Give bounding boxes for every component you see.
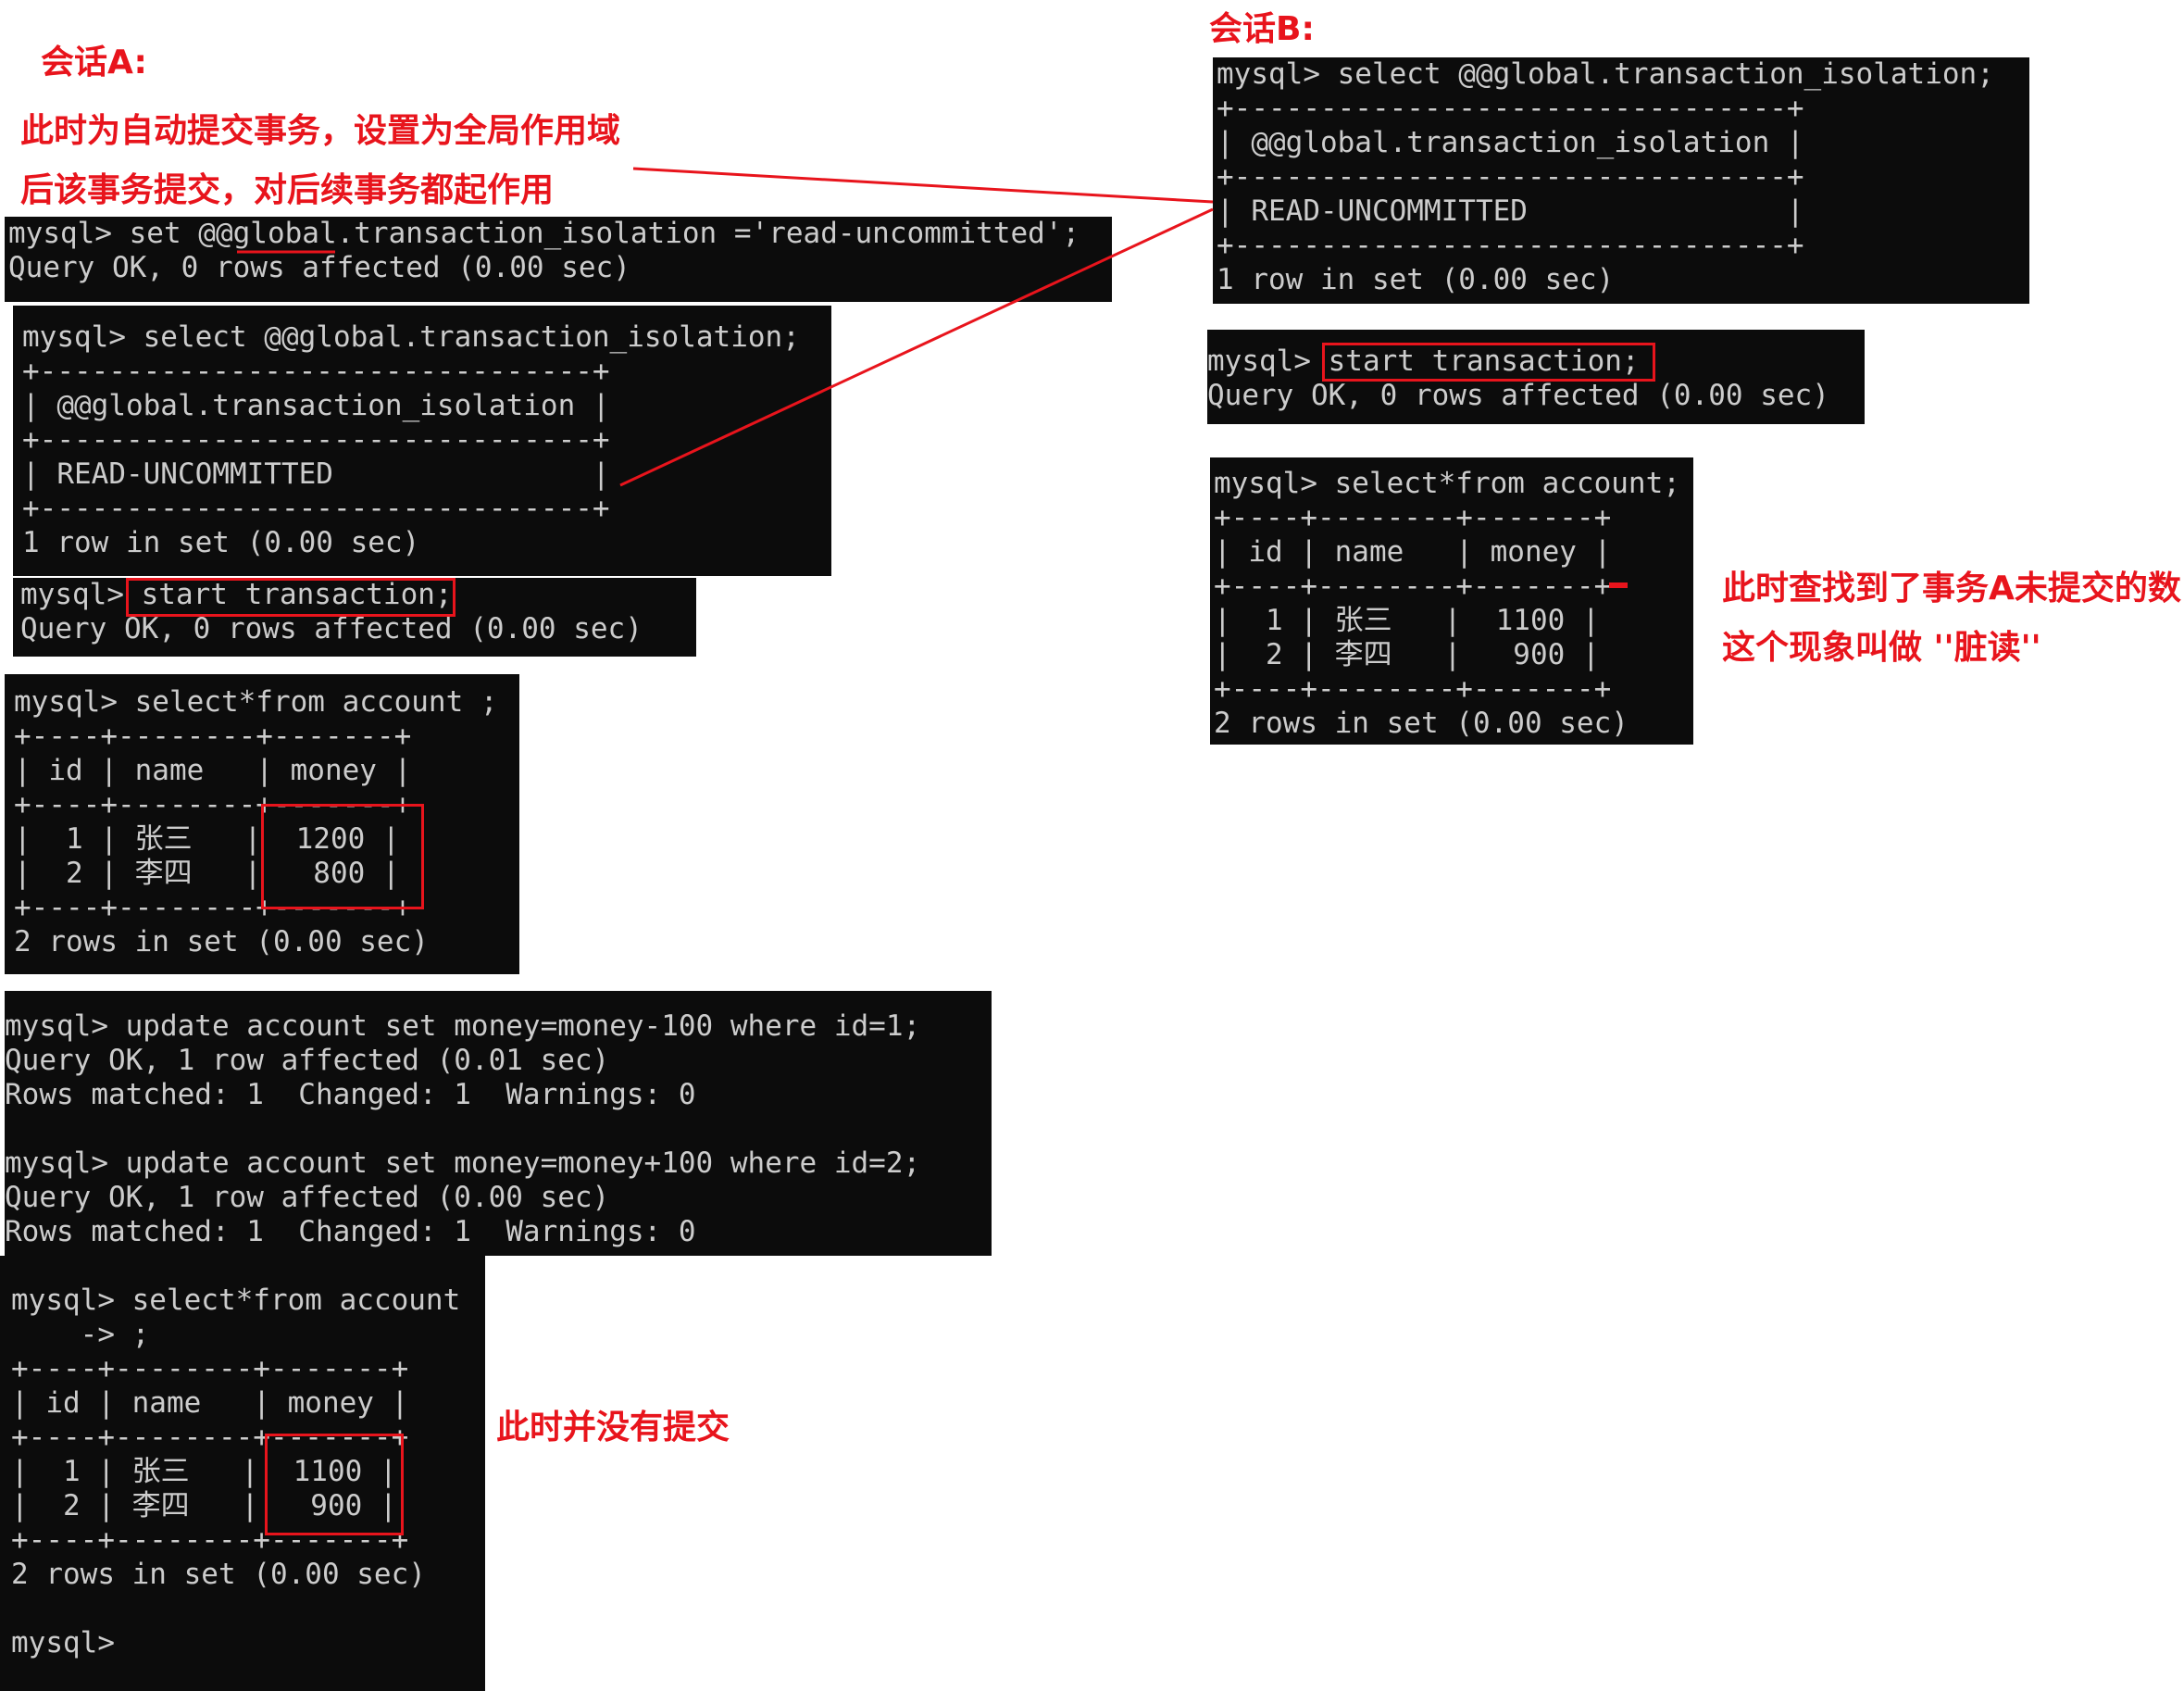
terminal-line: +--------------------------------+ bbox=[22, 423, 610, 457]
session-a-note-line2: 后该事务提交，对后续事务都起作用 bbox=[20, 171, 555, 209]
session-a-title: 会话A: bbox=[41, 44, 147, 81]
terminal-line: Query OK, 0 rows affected (0.00 sec) bbox=[1207, 379, 1829, 412]
terminal-line: | 1 | 张三 | 1100 | bbox=[1214, 604, 1600, 637]
terminal-line bbox=[11, 1592, 485, 1626]
terminal-line: +--------------------------------+ bbox=[22, 492, 610, 525]
terminal-line: mysql> update account set money=money+10… bbox=[5, 1146, 921, 1180]
terminal-line: | 2 | 李四 | 900 | bbox=[1214, 638, 1600, 671]
terminal-b-select-isolation: mysql> select @@global.transaction_isola… bbox=[1213, 57, 2029, 304]
terminal-a-select-account-1: mysql> select*from account ;+----+------… bbox=[5, 674, 519, 974]
terminal-line: | 2 | 李四 | 900 | bbox=[11, 1489, 397, 1522]
terminal-line: -> ; bbox=[11, 1318, 150, 1351]
terminal-a-set-isolation: mysql> set @@global.transaction_isolatio… bbox=[5, 217, 1112, 302]
terminal-line: +--------------------------------+ bbox=[1217, 229, 1804, 262]
terminal-line bbox=[5, 1112, 992, 1146]
terminal-line: | id | name | money | bbox=[14, 754, 412, 787]
terminal-line: Rows matched: 1 Changed: 1 Warnings: 0 bbox=[5, 1215, 696, 1248]
terminal-line: Query OK, 0 rows affected (0.00 sec) bbox=[20, 612, 643, 645]
terminal-line: | @@global.transaction_isolation | bbox=[22, 389, 610, 422]
terminal-line: mysql> select*from account ; bbox=[14, 685, 498, 719]
terminal-line: +----+--------+-------+ bbox=[14, 891, 412, 924]
terminal-line: Query OK, 1 row affected (0.01 sec) bbox=[5, 1044, 610, 1077]
terminal-line: +----+--------+-------+ bbox=[1214, 570, 1612, 603]
terminal-line: mysql> update account set money=money-10… bbox=[5, 1009, 921, 1043]
terminal-a-select-account-2: mysql> select*from account -> ;+----+---… bbox=[0, 1256, 485, 1691]
terminal-line: | id | name | money | bbox=[11, 1386, 409, 1420]
terminal-line: mysql> select*from account bbox=[11, 1284, 461, 1317]
terminal-line: +--------------------------------+ bbox=[22, 355, 610, 388]
terminal-line: mysql> start transaction; bbox=[1207, 344, 1640, 378]
session-a-note-line1: 此时为自动提交事务，设置为全局作用域 bbox=[20, 112, 621, 150]
terminal-line: mysql> set @@global.transaction_isolatio… bbox=[8, 217, 1080, 250]
terminal-line: 2 rows in set (0.00 sec) bbox=[1214, 707, 1629, 740]
terminal-line: +----+--------+-------+ bbox=[14, 788, 412, 821]
terminal-line: +----+--------+-------+ bbox=[11, 1352, 409, 1385]
terminal-line: +--------------------------------+ bbox=[1217, 160, 1804, 194]
terminal-line: 2 rows in set (0.00 sec) bbox=[14, 925, 429, 958]
terminal-a-select-isolation: mysql> select @@global.transaction_isola… bbox=[13, 306, 831, 576]
terminal-line: 1 row in set (0.00 sec) bbox=[1217, 263, 1615, 296]
terminal-line: Rows matched: 1 Changed: 1 Warnings: 0 bbox=[5, 1078, 696, 1111]
terminal-line: | READ-UNCOMMITTED | bbox=[22, 457, 610, 491]
terminal-line: | 1 | 张三 | 1100 | bbox=[11, 1455, 397, 1488]
terminal-b-select-account: mysql> select*from account;+----+-------… bbox=[1210, 457, 1693, 745]
terminal-line: | 2 | 李四 | 800 | bbox=[14, 857, 400, 890]
terminal-line: | id | name | money | bbox=[1214, 535, 1612, 569]
terminal-line: +----+--------+-------+ bbox=[11, 1523, 409, 1557]
terminal-line: | @@global.transaction_isolation | bbox=[1217, 126, 1804, 159]
terminal-line: mysql> select @@global.transaction_isola… bbox=[22, 320, 800, 354]
terminal-line: +--------------------------------+ bbox=[1217, 92, 1804, 125]
terminal-line: mysql> bbox=[11, 1626, 115, 1660]
terminal-b-start-transaction: mysql> start transaction;Query OK, 0 row… bbox=[1207, 330, 1865, 424]
connector-note-to-b-isolation bbox=[632, 167, 1214, 204]
terminal-line: 1 row in set (0.00 sec) bbox=[22, 526, 420, 559]
session-b-note-line2: 这个现象叫做 ''脏读'' bbox=[1722, 629, 2041, 667]
session-b-title: 会话B: bbox=[1209, 10, 1315, 48]
terminal-line: mysql> start transaction; bbox=[20, 578, 453, 611]
terminal-a-updates: mysql> update account set money=money-10… bbox=[5, 991, 992, 1256]
terminal-line: +----+--------+-------+ bbox=[1214, 501, 1612, 534]
terminal-line: | 1 | 张三 | 1200 | bbox=[14, 822, 400, 856]
terminal-line: Query OK, 0 rows affected (0.00 sec) bbox=[8, 251, 630, 284]
terminal-a-start-transaction: mysql> start transaction;Query OK, 0 row… bbox=[13, 578, 696, 657]
session-a-note-not-committed: 此时并没有提交 bbox=[496, 1409, 730, 1447]
terminal-line: | READ-UNCOMMITTED | bbox=[1217, 194, 1804, 228]
terminal-line: +----+--------+-------+ bbox=[1214, 672, 1612, 706]
terminal-line: mysql> select*from account; bbox=[1214, 467, 1680, 500]
session-b-note-line1: 此时查找到了事务A未提交的数 bbox=[1722, 570, 2181, 608]
terminal-line: +----+--------+-------+ bbox=[14, 720, 412, 753]
terminal-line: 2 rows in set (0.00 sec) bbox=[11, 1558, 426, 1591]
terminal-line: Query OK, 1 row affected (0.00 sec) bbox=[5, 1181, 610, 1214]
terminal-line: mysql> select @@global.transaction_isola… bbox=[1217, 57, 1994, 91]
terminal-line: +----+--------+-------+ bbox=[11, 1421, 409, 1454]
